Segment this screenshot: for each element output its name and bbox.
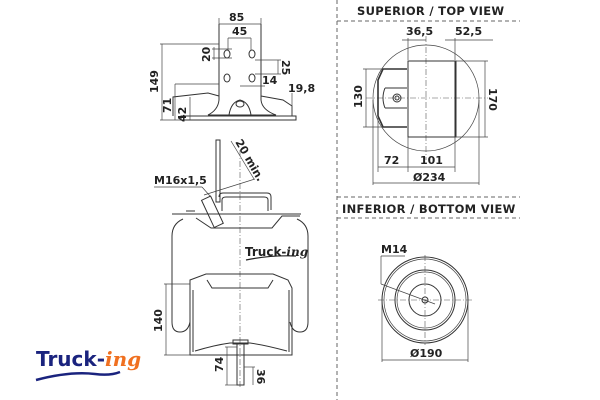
bolt-hole [223, 49, 231, 59]
dim-36: 36 [254, 369, 267, 385]
bolt-hole [248, 73, 256, 83]
top-plate [218, 192, 272, 210]
bracket-right-gusset [260, 95, 293, 116]
bolt-hole [248, 49, 256, 59]
bolt-hole [223, 73, 231, 83]
bottom-stud [236, 342, 245, 386]
dim-d190: Ø190 [410, 347, 443, 360]
dim-m14: M14 [381, 243, 408, 256]
top-view-title: SUPERIOR / TOP VIEW [357, 4, 504, 18]
dim-130: 130 [352, 85, 365, 108]
bracket-base-plate [180, 115, 297, 121]
top-view-bracket-plate [407, 60, 457, 138]
brand-logo-swoosh [35, 370, 121, 382]
dim-71: 71 [161, 98, 174, 113]
dim-20-min: 20 min. [232, 137, 266, 184]
airspring-side-view: 20 min. M16x1,5 Truck-ing 140 [152, 137, 309, 388]
bellows-right [289, 218, 309, 333]
dim-140: 140 [152, 309, 165, 332]
bottom-view-title: INFERIOR / BOTTOM VIEW [342, 202, 516, 216]
dim-101: 101 [420, 154, 443, 167]
brand-logo-text: Truck-ing [36, 347, 141, 371]
watermark-logo: Truck-ing [245, 245, 308, 259]
bracket-stud [215, 139, 221, 203]
dim-25: 25 [279, 60, 292, 75]
dim-52-5: 52,5 [455, 25, 482, 38]
dim-d234: Ø234 [413, 171, 446, 184]
mounting-bracket: 85 45 20 25 14 19,8 149 71 42 [148, 11, 315, 122]
dim-20: 20 [200, 46, 213, 62]
bracket-vertical-plate [207, 24, 277, 116]
top-view: 36,5 52,5 130 170 72 101 Ø234 [352, 25, 499, 185]
dim-m16: M16x1,5 [154, 174, 207, 187]
bracket-boss-hole [235, 100, 245, 108]
brand-logo-accent: ing [105, 347, 141, 371]
dim-149: 149 [148, 70, 161, 93]
top-view-bracket-frame [377, 68, 407, 128]
bracket-boss [228, 99, 252, 116]
dim-36-5: 36,5 [406, 25, 433, 38]
brand-logo: Truck-ing [35, 347, 141, 382]
dim-72: 72 [384, 154, 399, 167]
piston [189, 273, 293, 356]
bracket-left-gusset [172, 92, 220, 116]
dim-45: 45 [232, 25, 247, 38]
bellows-left [171, 218, 191, 333]
dim-14: 14 [262, 74, 278, 87]
dim-85: 85 [229, 11, 244, 24]
brand-logo-main: Truck- [36, 347, 105, 371]
view-separators [336, 0, 520, 400]
dim-74: 74 [213, 356, 226, 372]
dim-42: 42 [176, 107, 189, 122]
dim-170: 170 [486, 88, 499, 111]
bottom-view: M14 Ø190 [378, 243, 472, 362]
dim-19-8: 19,8 [288, 82, 315, 95]
